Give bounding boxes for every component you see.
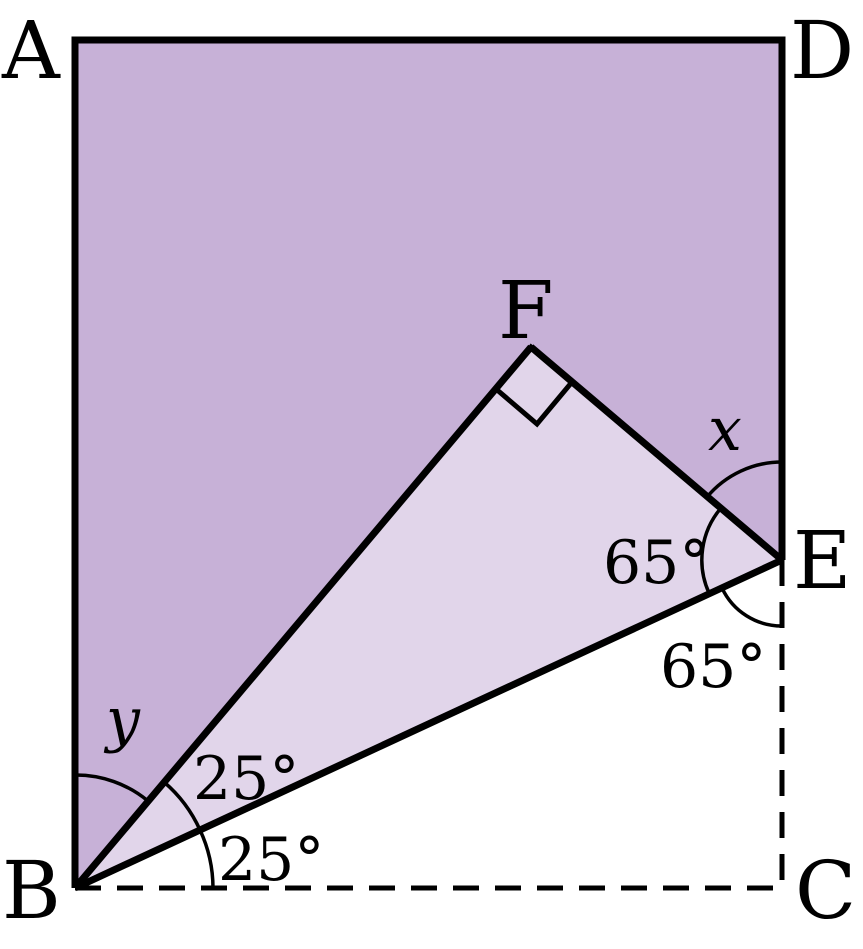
angle-arc-ebc	[198, 829, 215, 889]
angle-arc-y	[74, 773, 150, 803]
angle-arc-feb	[700, 506, 723, 594]
vertex-label-c: C	[795, 844, 856, 937]
angle-label-bec: 65°	[660, 632, 766, 702]
outline-edges	[71, 36, 786, 888]
triangle-bfe	[75, 347, 782, 888]
segment-fe	[528, 344, 785, 563]
vertex-label-f: F	[498, 264, 554, 357]
angle-arc-fbe	[162, 780, 202, 831]
angle-label-fbe: 25°	[193, 744, 299, 814]
angle-label-y: y	[103, 685, 141, 755]
vertex-label-a: A	[1, 4, 61, 97]
vertex-label-d: D	[790, 4, 854, 97]
segment-bf	[72, 344, 534, 891]
angle-arc-bec	[720, 587, 783, 628]
angle-label-feb: 65°	[603, 528, 709, 598]
angle-label-ebc: 25°	[218, 825, 324, 895]
vertex-label-b: B	[2, 844, 61, 937]
vertex-label-e: E	[793, 514, 851, 607]
segment-be	[73, 556, 784, 892]
angle-arc-x	[705, 460, 783, 499]
angle-label-x: x	[708, 395, 742, 465]
